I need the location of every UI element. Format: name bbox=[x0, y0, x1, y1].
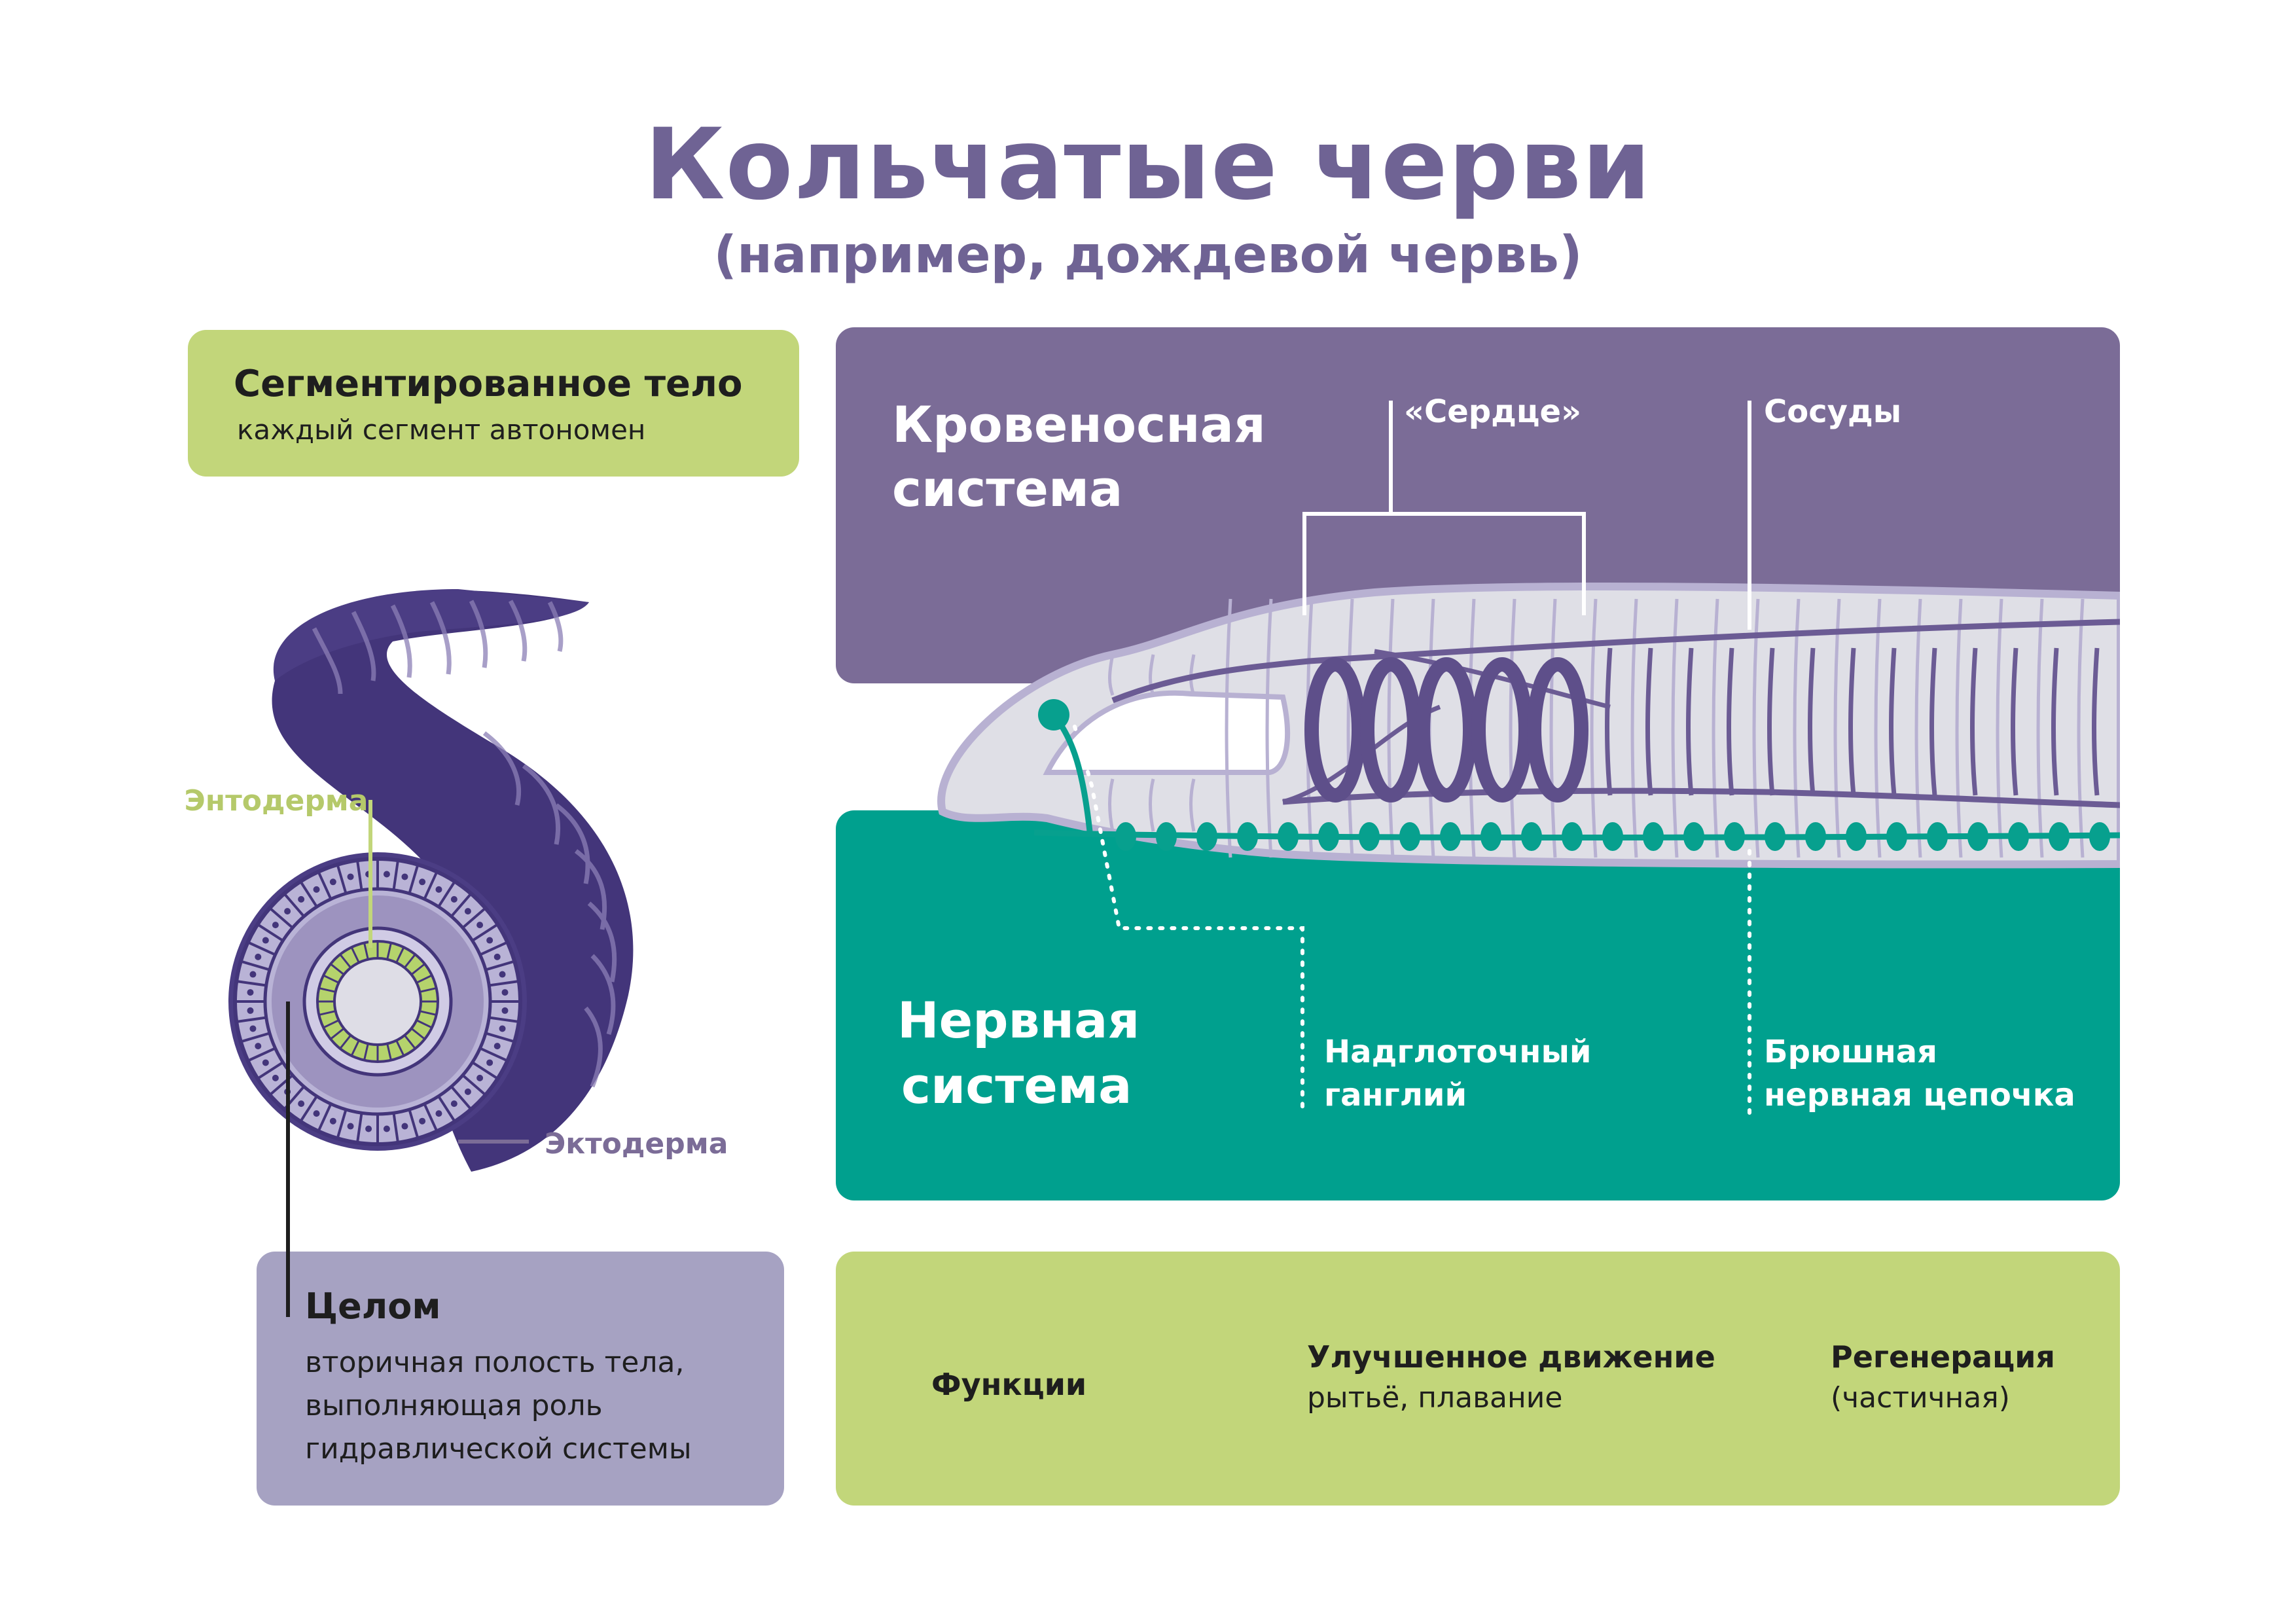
worm-segment-rings bbox=[312, 600, 617, 1088]
dorsal-vessel bbox=[1111, 619, 2120, 704]
endoderm-cells bbox=[317, 941, 438, 1062]
gut-lumen bbox=[333, 957, 422, 1046]
circulatory-title-line-2: система bbox=[892, 460, 1123, 518]
coelom-card: Целом вторичная полость тела, выполняюща… bbox=[257, 1252, 784, 1506]
cord-label-line-1: Брюшная bbox=[1764, 1034, 1937, 1070]
segmented-body-title: Сегментированное тело bbox=[234, 363, 743, 405]
ectoderm-cells bbox=[235, 859, 520, 1144]
coelom-line-1: вторичная полость тела, bbox=[305, 1346, 685, 1379]
earthworm-3d-illustration bbox=[228, 589, 634, 1172]
coelom-line-2: выполняющая роль bbox=[305, 1389, 603, 1422]
heart-arches bbox=[1304, 657, 1588, 803]
coelom-line-3: гидравлической системы bbox=[305, 1432, 692, 1466]
nervous-card: Нервная система Надглоточный ганглий Брю… bbox=[836, 810, 2120, 1200]
segmented-body-card: Сегментированное тело каждый сегмент авт… bbox=[188, 330, 799, 477]
nerve-cord-ganglia bbox=[1115, 822, 2110, 851]
movement-title: Улучшенное движение bbox=[1307, 1339, 1715, 1375]
page-subtitle: (например, дождевой червь) bbox=[713, 226, 1583, 285]
nervous-title-line-2: система bbox=[901, 1056, 1132, 1115]
functions-label: Функции bbox=[931, 1367, 1087, 1402]
endoderm-label: Энтодерма bbox=[185, 784, 368, 818]
ganglion-label-line-2: ганглий bbox=[1324, 1077, 1467, 1113]
ganglion-label-line-1: Надглоточный bbox=[1324, 1034, 1592, 1070]
heart-bracket bbox=[1302, 401, 1586, 615]
vessels-label: Сосуды bbox=[1764, 393, 1902, 430]
regeneration-title: Регенерация bbox=[1831, 1339, 2055, 1375]
worm-side-segments bbox=[1108, 598, 2085, 858]
circulatory-title-line-1: Кровеносная bbox=[892, 395, 1266, 454]
functions-card: Функции Улучшенное движение рытьё, плава… bbox=[836, 1252, 2120, 1506]
page-title: Кольчатые черви bbox=[644, 108, 1652, 222]
movement-text: рытьё, плавание bbox=[1307, 1381, 1563, 1415]
nervous-title-line-1: Нервная bbox=[897, 991, 1140, 1049]
ectoderm-label: Эктодерма bbox=[545, 1127, 728, 1161]
regeneration-text: (частичная) bbox=[1831, 1381, 2010, 1415]
earthworm-side-view bbox=[937, 582, 2120, 869]
cord-label-line-2: нервная цепочка bbox=[1764, 1077, 2075, 1113]
heart-label: «Сердце» bbox=[1404, 393, 1582, 430]
coelom-title: Целом bbox=[305, 1286, 441, 1327]
segmented-body-text: каждый сегмент автономен bbox=[237, 414, 646, 446]
vessel-branches bbox=[1282, 647, 2100, 804]
ganglion-leader bbox=[1073, 725, 1304, 1115]
cerebral-ganglion bbox=[1038, 699, 1069, 731]
